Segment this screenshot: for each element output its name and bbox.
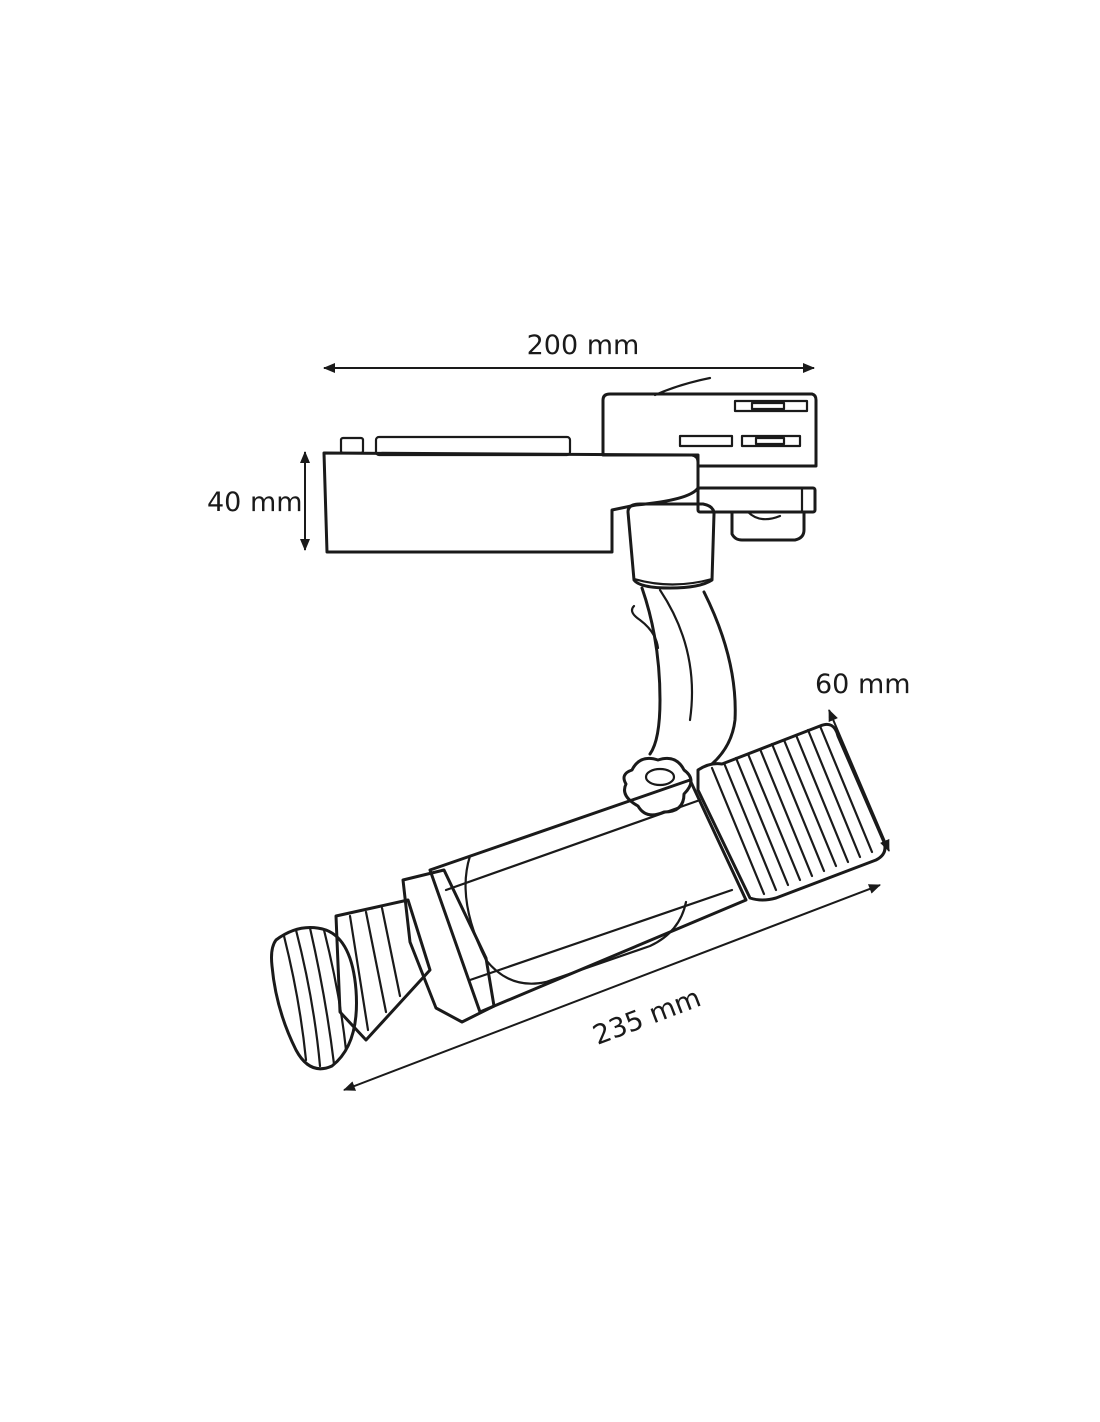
lens-front-ring-ribs: [282, 926, 348, 1068]
adapter-side-rail: [696, 486, 817, 514]
length-label: 235 mm: [589, 982, 705, 1051]
lens-head: [270, 898, 432, 1071]
adapter-slot-c: [740, 434, 802, 448]
height-dimension: 40 mm: [207, 451, 310, 551]
height-label: 40 mm: [207, 487, 303, 518]
heat-sink: [696, 722, 887, 902]
lens-front-ring: [270, 926, 358, 1071]
length-dimension-line: [343, 884, 881, 1091]
diameter-dimension: 60 mm: [815, 669, 911, 852]
lamp-barrel: [401, 778, 748, 1024]
adapter-latch: [730, 510, 806, 542]
barrel-outline: [428, 778, 748, 1014]
collar-ring: [632, 577, 714, 586]
adapter-latch-notch: [746, 510, 782, 521]
mounting-arm: [630, 586, 737, 766]
lens-sleeve-ribs: [348, 906, 402, 1032]
width-dimension: 200 mm: [323, 330, 815, 373]
heat-sink-ribs: [710, 724, 874, 896]
barrel-edge-lower: [468, 888, 734, 982]
track-adapter: [322, 376, 818, 554]
adapter-connector-wire: [653, 376, 712, 397]
arm-inner: [702, 590, 737, 766]
width-label: 200 mm: [527, 330, 640, 361]
arm-center: [658, 588, 694, 722]
adapter-slot-b: [678, 434, 734, 448]
heat-sink-outline: [696, 722, 887, 902]
arm-outer: [640, 586, 662, 756]
diameter-label: 60 mm: [815, 669, 911, 700]
knob-cap: [644, 767, 676, 787]
collar-body: [626, 502, 716, 590]
pivot-collar: [626, 502, 716, 590]
adapter-slot-c-inner: [754, 436, 786, 446]
length-dimension: 235 mm: [343, 884, 881, 1091]
adapter-slot-a: [733, 399, 809, 413]
adapter-top-tab-small: [339, 436, 365, 455]
adapter-slot-a-inner: [750, 401, 786, 411]
adapter-connector-head: [601, 392, 818, 468]
arm-clip: [630, 604, 660, 650]
barrel-edge-upper: [444, 798, 702, 892]
barrel-wrap: [464, 854, 688, 985]
barrel-collar: [401, 868, 496, 1024]
